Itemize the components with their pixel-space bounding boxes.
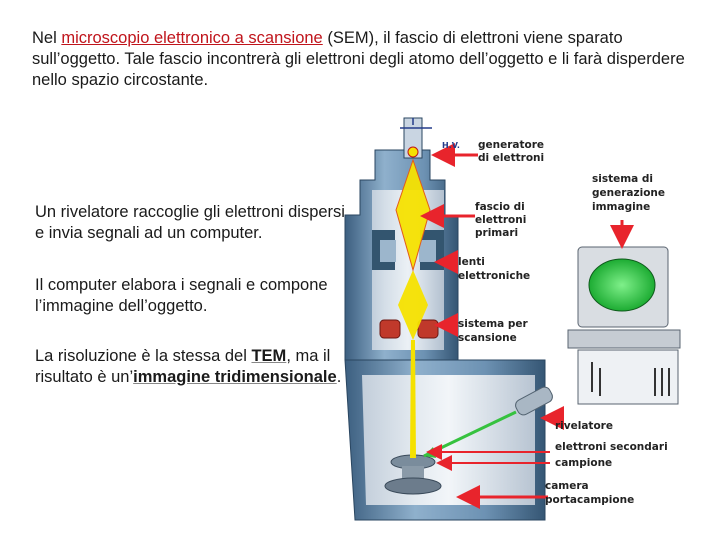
computer [568, 247, 680, 404]
label-camera-1: camera [545, 480, 589, 492]
sem-diagram: H.V. generatore di elettroni fascio di e… [340, 110, 710, 530]
label-campione: campione [555, 457, 612, 469]
intro-prefix: Nel [32, 29, 61, 47]
sem-term: microscopio elettronico a scansione [61, 29, 322, 47]
label-scansione-2: scansione [458, 332, 517, 344]
tem-term: TEM [251, 347, 286, 365]
intro-paragraph: Nel microscopio elettronico a scansione … [32, 28, 702, 91]
label-lenti-2: elettroniche [458, 270, 530, 282]
detector-paragraph: Un rivelatore raccoglie gli elettroni di… [35, 202, 357, 244]
label-generatore-2: di elettroni [478, 152, 544, 164]
label-fascio-3: primari [475, 227, 518, 239]
resolution-prefix: La risoluzione è la stessa del [35, 347, 251, 365]
label-sistema-gen-2: generazione [592, 187, 665, 199]
label-fascio-1: fascio di [475, 201, 525, 213]
label-lenti-1: lenti [458, 256, 485, 268]
label-fascio-2: elettroni [475, 214, 526, 226]
computer-paragraph: Il computer elabora i segnali e compone … [35, 275, 357, 317]
label-secondari: elettroni secondari [555, 441, 668, 453]
label-scansione-1: sistema per [458, 318, 529, 330]
label-sistema-gen-3: immagine [592, 201, 650, 213]
tridimensional-term: immagine tridimensionale [133, 368, 337, 386]
label-generatore-1: generatore [478, 139, 544, 151]
label-camera-2: portacampione [545, 494, 634, 506]
label-rivelatore: rivelatore [555, 420, 613, 432]
label-sistema-gen-1: sistema di [592, 173, 653, 185]
hv-label: H.V. [442, 141, 460, 150]
resolution-paragraph: La risoluzione è la stessa del TEM, ma i… [35, 346, 357, 388]
sem-abbr: (SEM), [323, 29, 379, 47]
